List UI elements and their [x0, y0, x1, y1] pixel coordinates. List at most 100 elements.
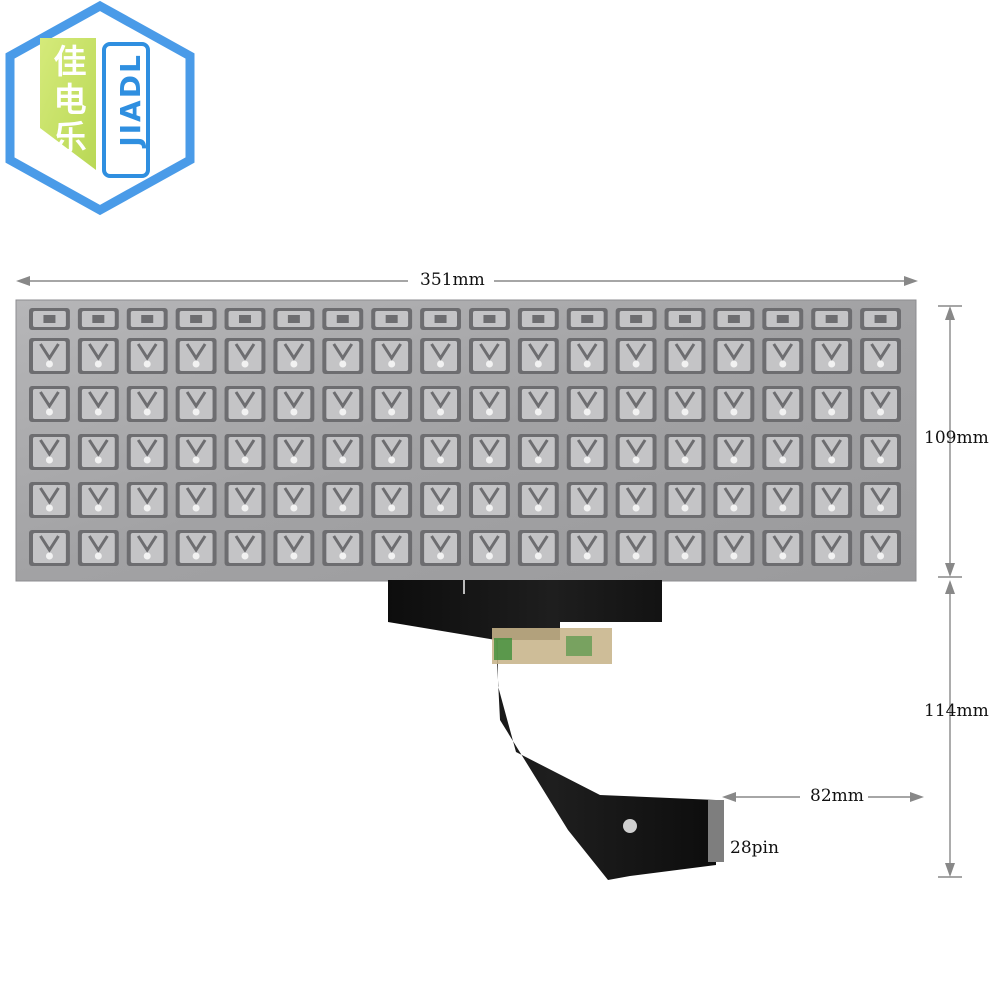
key-cutout — [762, 308, 804, 330]
key-cutout — [713, 338, 755, 374]
key-cutout — [29, 308, 70, 330]
key-cutout — [224, 482, 266, 518]
key-cutout — [420, 482, 461, 518]
logo-char-1: 佳 — [53, 42, 87, 81]
key-cutout — [860, 434, 901, 470]
key-cutout — [371, 434, 413, 470]
key-cutout — [469, 434, 510, 470]
key-cutout — [469, 308, 510, 330]
key-cutout — [713, 386, 755, 422]
key-cutout — [713, 482, 755, 518]
key-cutout — [615, 338, 657, 374]
key-cutout — [469, 482, 510, 518]
cable-tail-label: 82mm — [806, 786, 868, 806]
logo-green-panel — [40, 38, 96, 170]
key-cutout — [860, 482, 901, 518]
key-cutout — [811, 530, 853, 566]
key-cutout — [273, 308, 315, 330]
key-cutout — [322, 482, 364, 518]
key-cutout — [77, 386, 119, 422]
key-cutout — [615, 530, 657, 566]
key-cutout — [126, 338, 168, 374]
key-cutout — [126, 434, 168, 470]
key-cutout — [29, 386, 70, 422]
key-cutout — [77, 530, 119, 566]
key-cutout — [566, 434, 608, 470]
key-cutout — [566, 308, 608, 330]
logo-char-2: 电 — [53, 80, 87, 119]
key-cutout — [664, 386, 706, 422]
key-cutout — [420, 338, 461, 374]
key-cutout — [664, 308, 706, 330]
key-cutout — [371, 482, 413, 518]
key-cutout — [175, 386, 217, 422]
key-cutout — [860, 338, 901, 374]
key-cutout — [469, 338, 510, 374]
key-cutout — [273, 482, 315, 518]
key-cutout — [517, 386, 559, 422]
key-cutout — [420, 386, 461, 422]
keyboard-height-label: 109mm — [924, 428, 989, 448]
key-cutout — [29, 434, 70, 470]
connector-pin-label: 28pin — [730, 838, 779, 858]
key-cutout — [273, 386, 315, 422]
connector-pins — [708, 800, 724, 862]
key-cutout — [175, 530, 217, 566]
logo-text: 佳 电 乐 JIADL — [0, 0, 200, 215]
key-cutout — [566, 386, 608, 422]
key-cutout — [762, 530, 804, 566]
key-cutout — [517, 482, 559, 518]
key-cutout — [762, 482, 804, 518]
key-cutout — [420, 434, 461, 470]
key-cutout — [126, 482, 168, 518]
key-cutout — [517, 308, 559, 330]
key-cutout — [762, 386, 804, 422]
cable-height-label: 114mm — [924, 701, 989, 721]
key-cutout — [126, 386, 168, 422]
key-cutout — [469, 386, 510, 422]
key-cutout — [566, 482, 608, 518]
key-cutout — [224, 338, 266, 374]
key-cutout — [322, 386, 364, 422]
dimension-lines — [16, 276, 962, 878]
key-cutout — [322, 308, 364, 330]
key-cutout — [175, 434, 217, 470]
width-dimension-label: 351mm — [416, 270, 489, 290]
key-cutout — [224, 434, 266, 470]
brand-logo — [5, 0, 195, 216]
key-cutout — [566, 338, 608, 374]
key-cutout — [224, 308, 266, 330]
key-cutout — [420, 530, 461, 566]
tape-print-2 — [566, 636, 592, 656]
key-cutout — [322, 338, 364, 374]
key-cutout — [175, 482, 217, 518]
key-cutout — [860, 386, 901, 422]
key-cutout — [713, 308, 755, 330]
key-cutout — [371, 386, 413, 422]
key-cutout — [517, 338, 559, 374]
key-cutout — [860, 530, 901, 566]
key-cutout — [224, 386, 266, 422]
key-cutout — [664, 434, 706, 470]
key-cutout — [322, 434, 364, 470]
key-cutout — [126, 530, 168, 566]
logo-char-3: 乐 — [53, 118, 87, 157]
key-cutout — [615, 482, 657, 518]
key-cutout — [664, 482, 706, 518]
key-cutout — [811, 434, 853, 470]
tape-print — [494, 638, 512, 660]
key-cutout — [273, 530, 315, 566]
key-cutout — [517, 434, 559, 470]
key-cutout — [77, 482, 119, 518]
key-cutout — [126, 308, 168, 330]
key-cutout — [811, 482, 853, 518]
key-cutout — [664, 530, 706, 566]
key-cutout — [322, 530, 364, 566]
key-cutout — [29, 338, 70, 374]
cable-hole — [623, 819, 637, 833]
key-cutout — [713, 434, 755, 470]
key-cutout — [29, 482, 70, 518]
key-cutout — [175, 308, 217, 330]
key-cutout — [615, 434, 657, 470]
